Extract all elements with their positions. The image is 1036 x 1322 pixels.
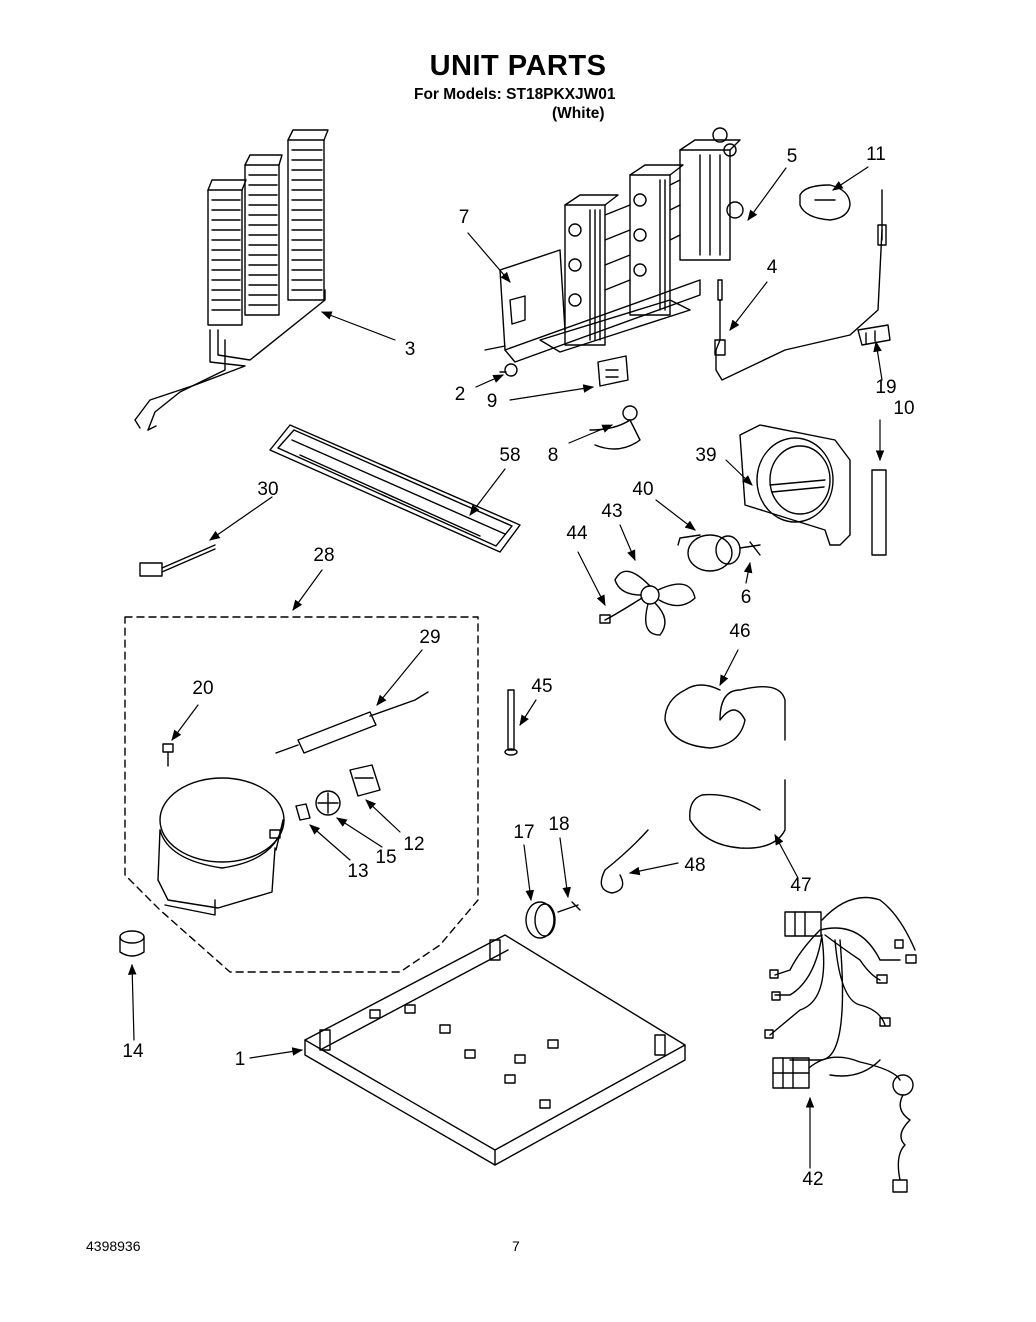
- roller-assembly: [525, 901, 581, 939]
- callout-42: 42: [802, 1169, 824, 1190]
- callout-3: 3: [404, 339, 416, 360]
- compressor-grommet: [119, 930, 145, 957]
- callout-58: 58: [499, 445, 521, 466]
- condenser-coil: [134, 129, 329, 431]
- page-title: UNIT PARTS: [429, 50, 607, 82]
- callout-20: 20: [192, 678, 214, 699]
- callout-39: 39: [695, 445, 717, 466]
- compressor-base-plate: [304, 934, 686, 1166]
- callout-47: 47: [790, 875, 812, 896]
- condenser-fan-blade: [599, 570, 696, 636]
- callout-43: 43: [601, 501, 623, 522]
- condenser-fan-motor: [677, 534, 761, 572]
- drain-tray: [269, 424, 521, 553]
- callout-19: 19: [875, 377, 897, 398]
- callout-13: 13: [347, 861, 369, 882]
- callout-10: 10: [893, 398, 915, 419]
- callout-15: 15: [375, 847, 397, 868]
- page-number: 7: [512, 1238, 520, 1254]
- compressor: [157, 777, 285, 916]
- callout-2: 2: [454, 384, 466, 405]
- ground-screw: [162, 743, 174, 767]
- callout-48: 48: [684, 855, 706, 876]
- support-pin: [504, 689, 518, 756]
- defrost-thermostat: [871, 189, 887, 556]
- callout-46: 46: [729, 621, 751, 642]
- condenser-fan-shroud: [739, 424, 851, 546]
- callout-40: 40: [632, 479, 654, 500]
- document-number: 4398936: [86, 1238, 141, 1254]
- callout-44: 44: [566, 523, 588, 544]
- condensate-heater: [139, 544, 216, 577]
- callout-12: 12: [403, 834, 425, 855]
- wiring-harness: [764, 896, 917, 1193]
- color-line: (White): [552, 105, 605, 122]
- callout-29: 29: [419, 627, 441, 648]
- filter-drier: [275, 691, 429, 754]
- compressor-kit-boundary: [124, 616, 479, 973]
- callout-14: 14: [122, 1041, 144, 1062]
- callout-6: 6: [740, 587, 752, 608]
- callout-17: 17: [513, 822, 535, 843]
- sensor-clip: [857, 324, 891, 346]
- callout-28: 28: [313, 545, 335, 566]
- screw-and-bracket: [499, 355, 629, 387]
- suction-tubes: [600, 684, 786, 894]
- callout-8: 8: [547, 445, 559, 466]
- defrost-sensor: [714, 229, 883, 381]
- callout-5: 5: [786, 146, 798, 167]
- defrost-cover: [799, 184, 851, 221]
- callout-11: 11: [866, 144, 886, 165]
- evaporator-assembly: [484, 127, 744, 363]
- callout-30: 30: [257, 479, 279, 500]
- start-relay-overload: [295, 764, 381, 821]
- callout-leaders: [127, 166, 885, 1169]
- callout-4: 4: [766, 257, 778, 278]
- models-line: For Models: ST18PKXJW01: [414, 86, 616, 103]
- callout-18: 18: [548, 814, 570, 835]
- fan-motor-wire: [589, 405, 641, 450]
- callout-45: 45: [531, 676, 553, 697]
- callout-9: 9: [486, 391, 498, 412]
- callout-7: 7: [458, 207, 470, 228]
- callout-1: 1: [234, 1049, 246, 1070]
